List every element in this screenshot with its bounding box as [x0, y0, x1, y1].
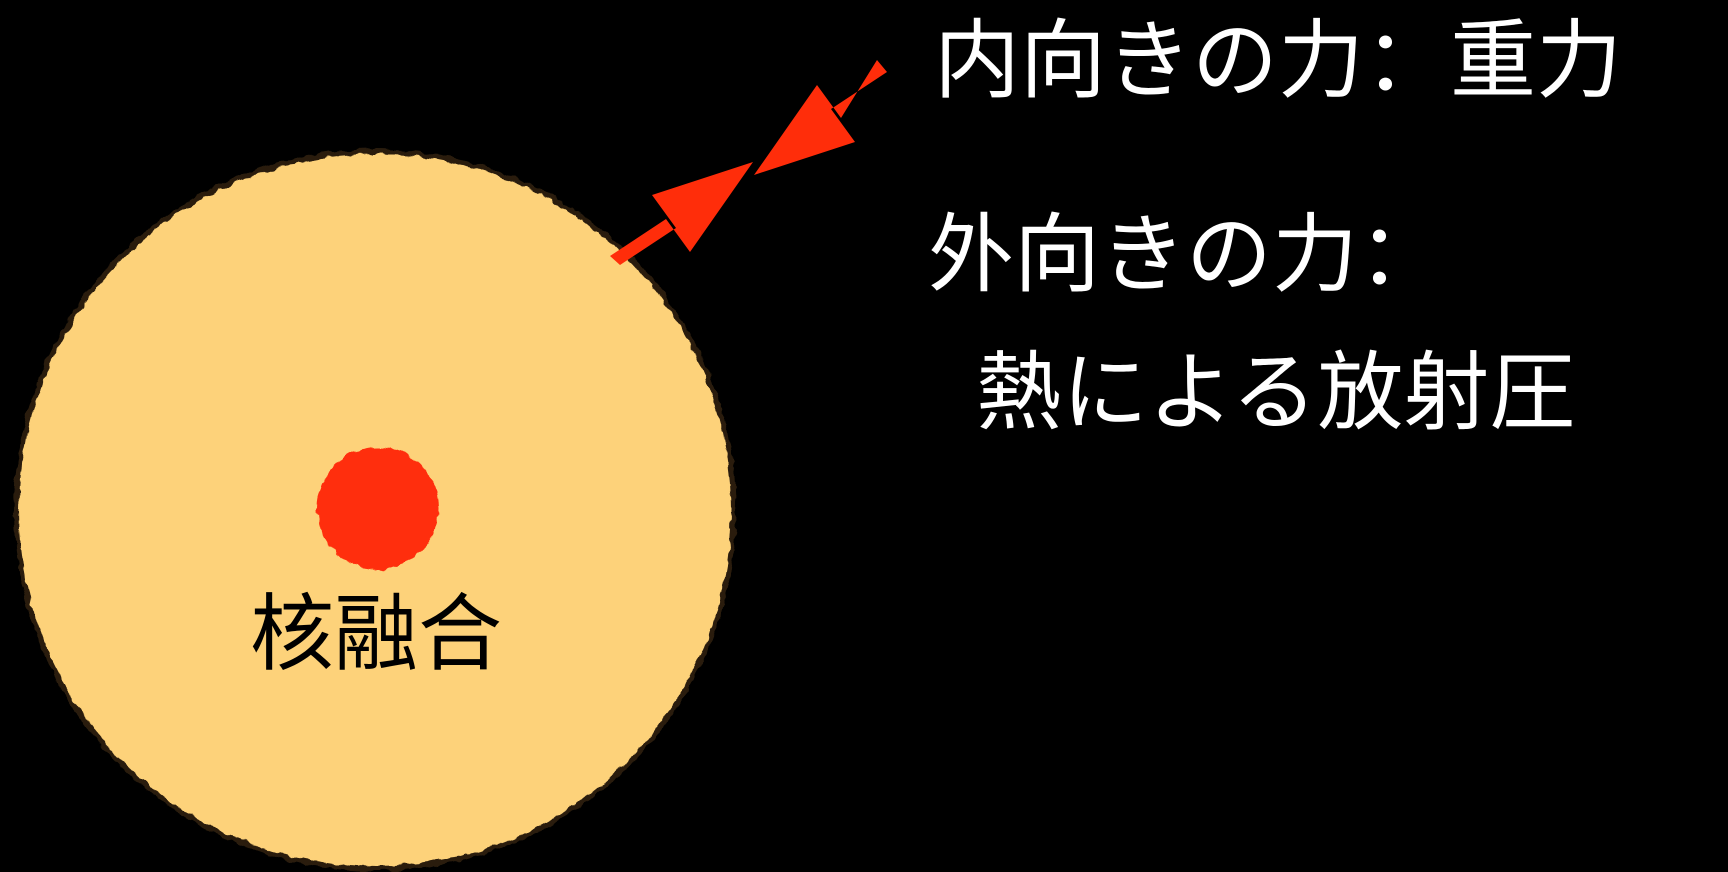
fusion-core [317, 447, 439, 569]
inward-force-label: 内向きの力：重力 [934, 11, 1622, 111]
outward-force-arrow [610, 162, 753, 265]
fusion-core-label: 核融合 [250, 585, 503, 683]
inward-force-arrow [754, 60, 887, 175]
outward-force-detail-label: 熱による放射圧 [976, 343, 1576, 443]
outward-force-label: 外向きの力： [928, 205, 1444, 305]
